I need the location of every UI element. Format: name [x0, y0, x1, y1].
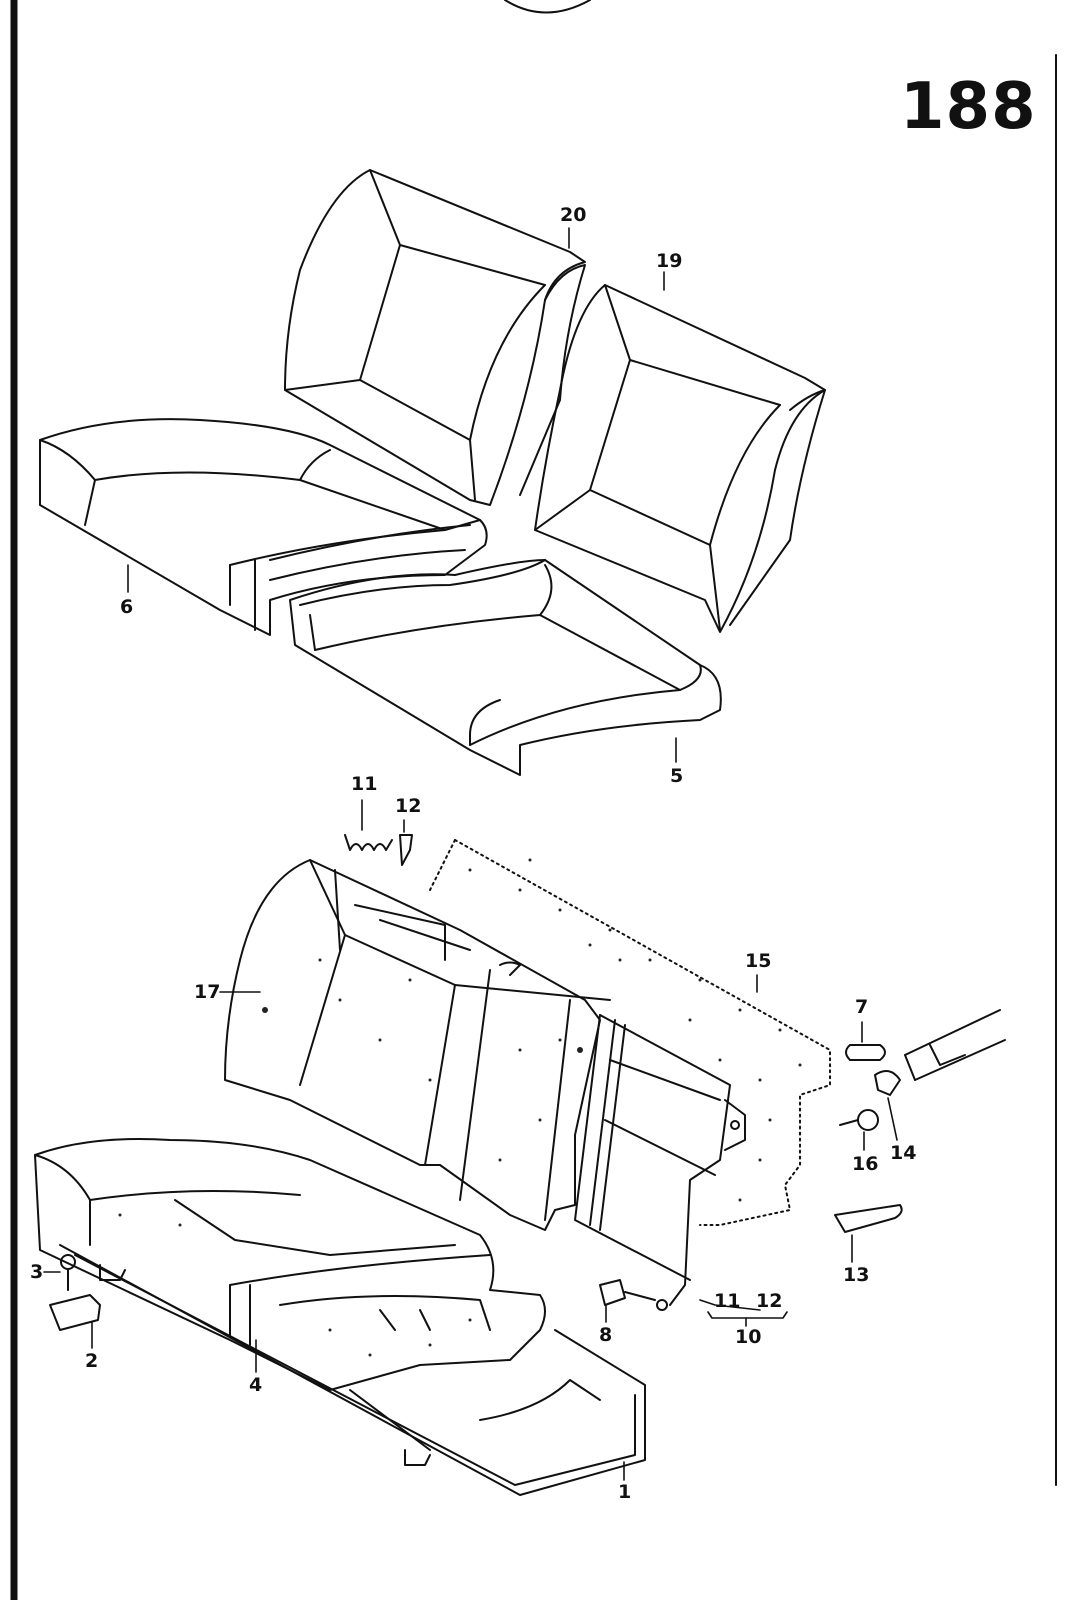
callout-5: 5 — [670, 765, 684, 787]
seat-frame-1 — [59, 1244, 646, 1496]
backrest-frame — [574, 1014, 746, 1306]
callout-19: 19 — [656, 250, 683, 272]
callout-3: 3 — [30, 1261, 44, 1283]
backrest-assembly-17 — [224, 859, 611, 1231]
callout-15: 15 — [745, 950, 772, 972]
foam-panel-15-speckle — [468, 858, 802, 1202]
clip-2 — [49, 1294, 101, 1331]
callout-17: 17 — [194, 981, 221, 1003]
bolt-16 — [839, 1109, 879, 1131]
page-number: 188 — [900, 70, 1037, 144]
cap-7 — [845, 1044, 886, 1061]
seat-cushion-cover-6 — [39, 418, 488, 636]
callout-10: 10 — [735, 1326, 762, 1348]
seat-cushion-cover-5 — [289, 559, 722, 776]
backrest-cover-19 — [534, 284, 826, 633]
bracket-rail — [904, 1009, 1006, 1081]
callout-20: 20 — [560, 204, 587, 226]
callout-14: 14 — [890, 1142, 917, 1164]
foam-panel-15 — [429, 839, 831, 1226]
seat-cushion-assembly-4-speckle — [118, 1213, 472, 1357]
spring-11-top — [344, 834, 393, 851]
callout-1: 1 — [618, 1481, 632, 1503]
callout-12-top: 12 — [395, 795, 422, 817]
callout-6: 6 — [120, 596, 134, 618]
callout-11-top: 11 — [351, 773, 378, 795]
callout-4: 4 — [249, 1374, 263, 1396]
backrest-assembly-17-speckle — [262, 958, 583, 1162]
trim-13 — [834, 1204, 903, 1233]
top-artifact — [504, 0, 591, 14]
screw-12-top — [399, 834, 413, 866]
callout-16: 16 — [852, 1153, 879, 1175]
bushing-8 — [599, 1279, 668, 1311]
screw-3 — [60, 1254, 76, 1291]
callout-7: 7 — [855, 996, 869, 1018]
callout-8: 8 — [599, 1324, 613, 1346]
bracket-10 — [707, 1311, 788, 1327]
leader-lines — [43, 227, 898, 1481]
callout-13: 13 — [843, 1264, 870, 1286]
callout-11-bottom: 11 — [714, 1290, 741, 1312]
seat-cushion-assembly-4 — [34, 1138, 546, 1391]
callout-12-bottom: 12 — [756, 1290, 783, 1312]
callout-2: 2 — [85, 1350, 99, 1372]
backrest-cover-20 — [284, 169, 586, 506]
clip-14 — [874, 1070, 901, 1096]
